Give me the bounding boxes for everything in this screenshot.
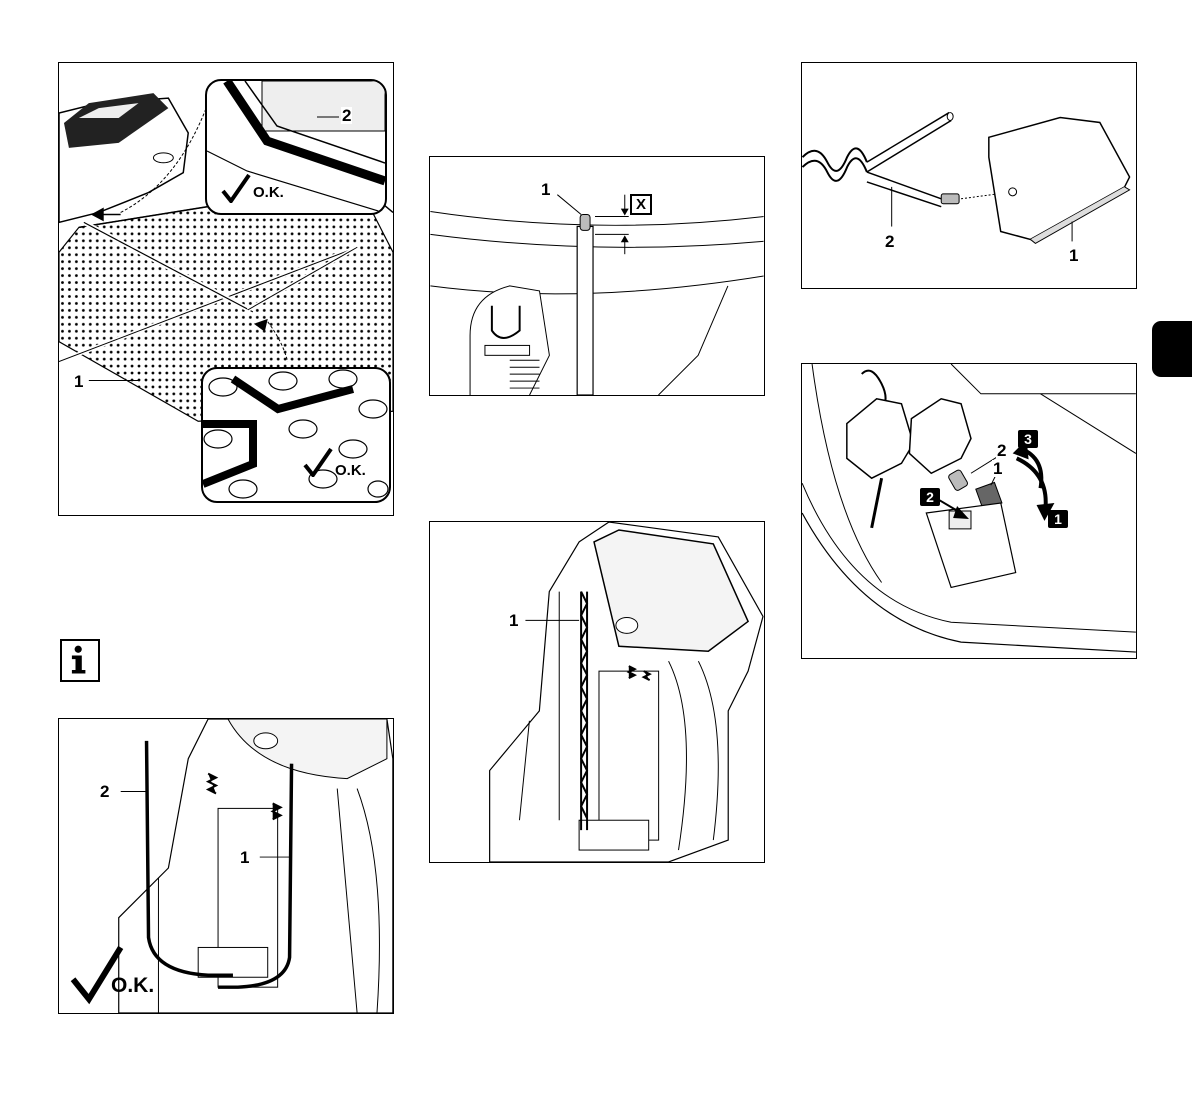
figure-wire-station: 1 [429,521,765,863]
callout-1: 1 [540,181,551,198]
step-2-badge: 2 [920,488,940,506]
step-1-badge: 1 [1048,510,1068,528]
callout-1: 1 [73,373,84,390]
wire-station-illustration [430,522,764,862]
check-icon [303,447,333,477]
figure-plug: 2 1 [801,62,1137,289]
dimension-x-box: X [630,194,652,215]
ok-label: O.K. [111,975,154,996]
wire-routing-illustration [59,719,393,1013]
figure-plug-steps: 2 1 3 2 1 [801,363,1137,659]
info-icon [60,639,100,682]
section-tab [1152,321,1192,377]
callout-2: 2 [341,107,352,124]
ok-label-top: O.K. [253,185,284,200]
callout-2: 2 [99,783,110,800]
ok-label-bottom: O.K. [335,463,366,478]
callout-1: 1 [1068,247,1079,264]
plug-steps-illustration [802,364,1136,658]
callout-2: 2 [996,442,1007,459]
check-icon [221,173,251,203]
callout-1: 1 [508,612,519,629]
callout-1: 1 [992,460,1003,477]
callout-2: 2 [884,233,895,250]
figure-wire-routing: 2 1 O.K. [58,718,394,1014]
step-3-badge: 3 [1018,430,1038,448]
wire-dimension-illustration [430,157,764,395]
figure-wire-dimension: 1 X [429,156,765,396]
figure-docking-mat: 2 O.K. O.K. 1 [58,62,394,516]
mesh-detail-drawing [203,369,389,501]
detail-inset-bottom [201,367,391,503]
plug-illustration [802,63,1136,288]
callout-1: 1 [239,849,250,866]
